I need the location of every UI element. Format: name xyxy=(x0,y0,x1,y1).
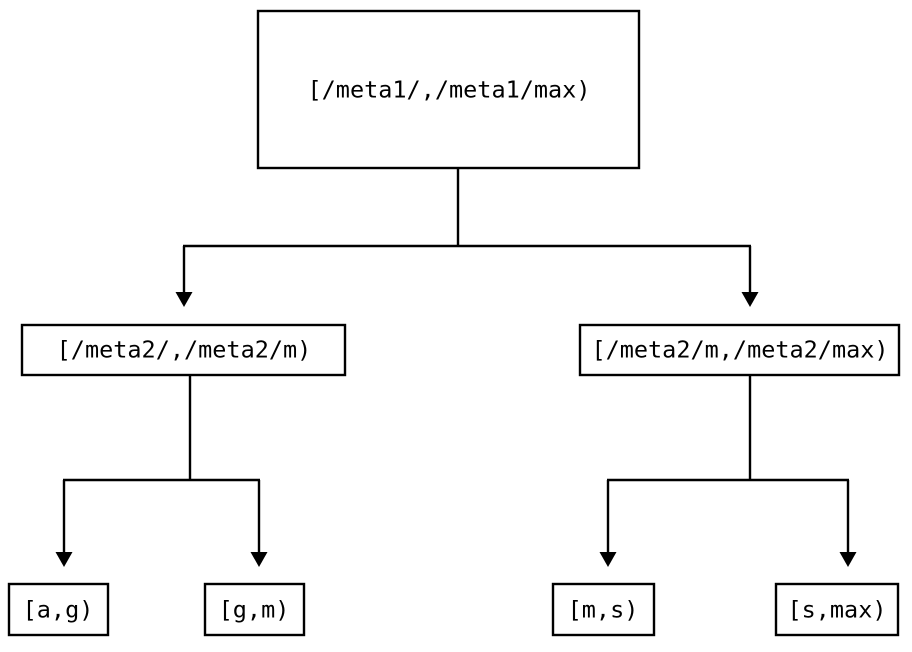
node-leaf-smax-box[interactable] xyxy=(774,582,900,637)
node-leaf-ms[interactable]: [m,s) xyxy=(551,582,656,637)
edge-group-mid-right xyxy=(599,375,857,567)
arrowhead-root-to-mid-right xyxy=(741,292,759,307)
arrowhead-mid-left-to-leaf-gm xyxy=(250,552,268,567)
node-leaf-ag-box[interactable] xyxy=(7,582,110,637)
node-mid-right[interactable]: [/meta2/m,/meta2/max) xyxy=(578,323,901,377)
edge-group-root xyxy=(175,168,759,307)
node-mid-right-box[interactable] xyxy=(578,323,901,377)
node-root[interactable]: [/meta1/,/meta1/max) xyxy=(256,9,641,170)
node-mid-left-label: [/meta2/,/meta2/m) xyxy=(57,336,312,364)
arrowhead-mid-right-to-leaf-smax xyxy=(839,552,857,567)
node-leaf-smax[interactable]: [s,max) xyxy=(774,582,900,637)
node-leaf-ms-label: [m,s) xyxy=(568,596,639,624)
node-leaf-gm-box[interactable] xyxy=(203,582,306,637)
arrowhead-mid-left-to-leaf-ag xyxy=(55,552,73,567)
node-mid-left[interactable]: [/meta2/,/meta2/m) xyxy=(20,323,347,377)
node-mid-left-box[interactable] xyxy=(20,323,347,377)
node-leaf-ms-box[interactable] xyxy=(551,582,656,637)
node-mid-right-label: [/meta2/m,/meta2/max) xyxy=(591,336,888,364)
node-leaf-gm[interactable]: [g,m) xyxy=(203,582,306,637)
node-leaf-ag[interactable]: [a,g) xyxy=(7,582,110,637)
edge-group-mid-left xyxy=(55,375,268,567)
node-leaf-ag-label: [a,g) xyxy=(23,596,94,624)
node-leaf-smax-label: [s,max) xyxy=(787,596,886,624)
arrowhead-root-to-mid-left xyxy=(175,292,193,307)
node-leaf-gm-label: [g,m) xyxy=(219,596,290,624)
arrowhead-mid-right-to-leaf-ms xyxy=(599,552,617,567)
node-root-label: [/meta1/,/meta1/max) xyxy=(308,76,591,104)
node-root-box[interactable] xyxy=(256,9,641,170)
